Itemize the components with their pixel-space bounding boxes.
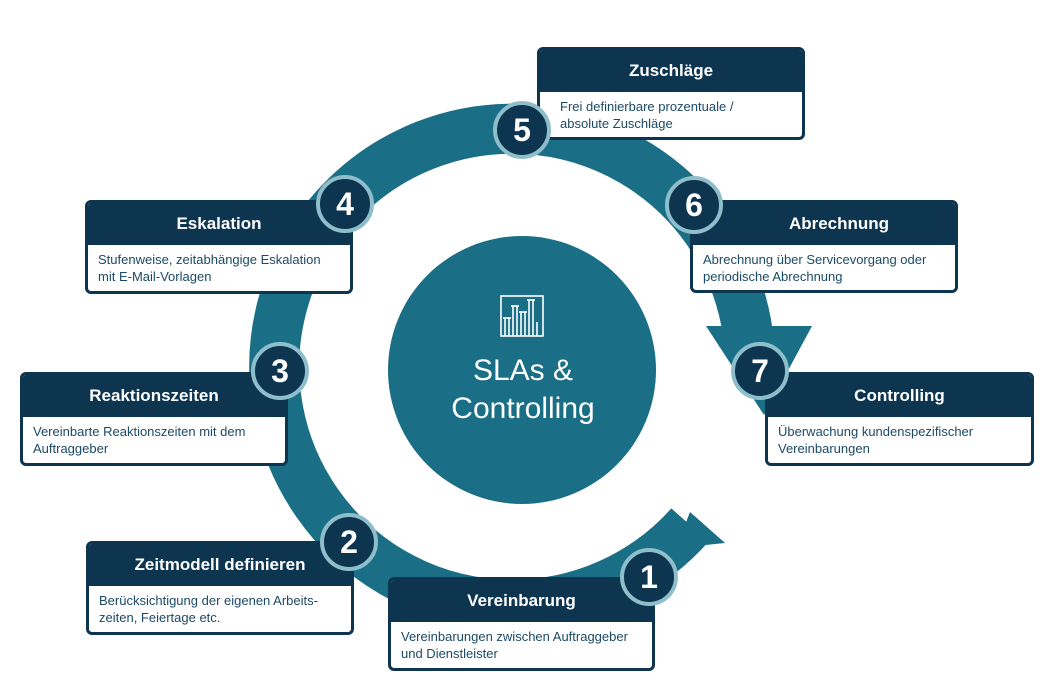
desc-line: mit E-Mail-Vorlagen bbox=[98, 269, 212, 284]
step-number-badge: 5 bbox=[493, 101, 551, 159]
step-number-badge: 6 bbox=[665, 176, 723, 234]
desc-line: Vereinbarte Reaktionszeiten mit dem bbox=[33, 424, 246, 439]
step-title: Zuschläge bbox=[540, 50, 802, 92]
step-description: Berücksichtigung der eigenen Arbeits- ze… bbox=[89, 586, 351, 626]
step-number-badge: 7 bbox=[731, 342, 789, 400]
desc-line: Berücksichtigung der eigenen Arbeits- bbox=[99, 593, 318, 608]
step-description: Vereinbarungen zwischen Auftraggeber und… bbox=[391, 622, 652, 662]
bar-chart-icon bbox=[500, 295, 544, 337]
step-box-eskalation: Eskalation Stufenweise, zeitabhängige Es… bbox=[85, 200, 353, 294]
step-description: Frei definierbare prozentuale / absolute… bbox=[540, 92, 802, 132]
step-title: Abrechnung bbox=[693, 203, 955, 245]
step-box-abrechnung: Abrechnung Abrechnung über Servicevorgan… bbox=[690, 200, 958, 293]
step-description: Überwachung kundenspezifischer Vereinbar… bbox=[768, 417, 1031, 457]
desc-line: Auftraggeber bbox=[33, 441, 109, 456]
desc-line: Überwachung kundenspezifischer bbox=[778, 424, 974, 439]
center-title-line1: SLAs & bbox=[472, 354, 574, 387]
step-number-badge: 1 bbox=[620, 548, 678, 606]
step-description: Stufenweise, zeitabhängige Eskalation mi… bbox=[88, 245, 350, 285]
desc-line: Frei definierbare prozentuale / bbox=[560, 99, 734, 114]
step-number-badge: 4 bbox=[316, 175, 374, 233]
step-description: Abrechnung über Servicevorgang oder peri… bbox=[693, 245, 955, 285]
desc-line: Vereinbarungen bbox=[778, 441, 870, 456]
center-circle bbox=[388, 236, 656, 504]
desc-line: Abrechnung über Servicevorgang oder bbox=[703, 252, 927, 267]
step-box-vereinbarung: Vereinbarung Vereinbarungen zwischen Auf… bbox=[388, 577, 655, 671]
step-box-zuschlaege: Zuschläge Frei definierbare prozentuale … bbox=[537, 47, 805, 140]
step-box-controlling: Controlling Überwachung kundenspezifisch… bbox=[765, 372, 1034, 466]
step-title: Controlling bbox=[768, 375, 1031, 417]
center-title-line2: Controlling bbox=[451, 392, 595, 425]
step-number-badge: 2 bbox=[320, 513, 378, 571]
step-description: Vereinbarte Reaktionszeiten mit dem Auft… bbox=[23, 417, 285, 457]
ring-tail bbox=[676, 512, 725, 548]
step-title: Eskalation bbox=[88, 203, 350, 245]
desc-line: Vereinbarungen zwischen Auftraggeber bbox=[401, 629, 628, 644]
desc-line: und Dienstleister bbox=[401, 646, 498, 661]
desc-line: periodische Abrechnung bbox=[703, 269, 843, 284]
desc-line: zeiten, Feiertage etc. bbox=[99, 610, 221, 625]
step-title: Reaktionszeiten bbox=[23, 375, 285, 417]
step-box-reaktionszeiten: Reaktionszeiten Vereinbarte Reaktionszei… bbox=[20, 372, 288, 466]
step-title: Vereinbarung bbox=[391, 580, 652, 622]
desc-line: absolute Zuschläge bbox=[560, 116, 673, 131]
step-box-zeitmodell: Zeitmodell definieren Berücksichtigung d… bbox=[86, 541, 354, 635]
desc-line: Stufenweise, zeitabhängige Eskalation bbox=[98, 252, 321, 267]
center-title: SLAs & Controlling bbox=[400, 352, 646, 428]
step-number-badge: 3 bbox=[251, 342, 309, 400]
step-title: Zeitmodell definieren bbox=[89, 544, 351, 586]
